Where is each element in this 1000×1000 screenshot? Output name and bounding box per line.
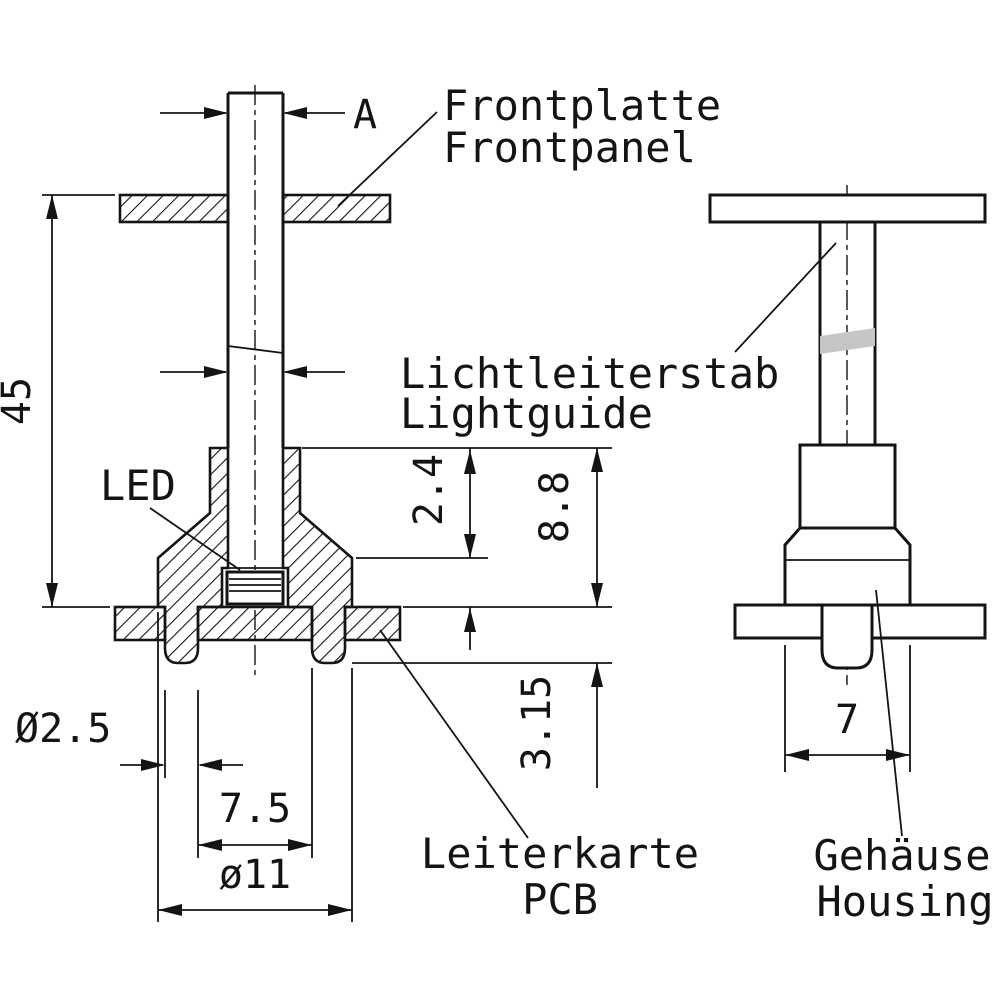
frontpanel-section (118, 193, 392, 224)
dim-stem-mid (160, 366, 345, 378)
lightguide-stem-right (818, 200, 877, 448)
pcb-section (113, 605, 402, 642)
stem-break-line (227, 345, 284, 354)
snap-foot-right (820, 603, 874, 670)
housing-label-de: Gehäuse (813, 831, 990, 880)
housing-label-en: Housing (816, 877, 993, 926)
lightguide-stem (226, 91, 285, 448)
pcb-label-de: Leiterkarte (421, 829, 699, 878)
pcb-label-en: PCB (522, 875, 598, 924)
right-exterior-view: 7 (708, 185, 987, 772)
led-leader-line (149, 507, 241, 571)
lightguide-label-de: Lichtleiterstab (400, 349, 779, 398)
dim-7-5: 7.5 (198, 668, 313, 858)
frontpanel-right (708, 193, 987, 224)
dim-45-label: 45 (0, 377, 40, 425)
callouts: Frontplatte Frontpanel Lichtleiterstab L… (337, 81, 994, 926)
pcb-leader-line (379, 629, 529, 839)
led-callout: LED (100, 461, 241, 571)
dim-dia-2-5-label: Ø2.5 (15, 706, 111, 752)
frontpanel-leader-line (337, 111, 438, 207)
lightguide-callout: Lichtleiterstab Lightguide (400, 242, 837, 438)
dim-45: 45 (0, 194, 115, 608)
dim-7-label: 7 (835, 697, 859, 743)
dim-2-4-label: 2.4 (406, 454, 452, 526)
frontpanel-callout: Frontplatte Frontpanel (337, 81, 721, 207)
dim-8-8-label: 8.8 (532, 471, 578, 543)
dim-a-label: A (353, 92, 377, 138)
housing-collar-right (798, 443, 897, 530)
dim-2-4: 2.4 (356, 448, 488, 650)
dim-8-8: 8.8 (302, 447, 612, 608)
housing-callout: Gehäuse Housing (813, 589, 994, 926)
dim-dia-11-label: ø11 (219, 852, 291, 898)
dim-3-15-label: 3.15 (514, 675, 560, 771)
housing-leader-line (875, 589, 903, 837)
stem-shade-band (820, 328, 875, 354)
dim-a: A (160, 92, 377, 138)
lightguide-leader-line (734, 242, 837, 353)
dim-7-5-label: 7.5 (219, 786, 291, 832)
dim-3-15: 3.15 (352, 662, 612, 788)
dim-7: 7 (784, 645, 911, 772)
frontpanel-label-de: Frontplatte (443, 81, 721, 130)
left-section-view: A 45 2.4 (0, 85, 612, 922)
frontpanel-label-en: Frontpanel (443, 123, 696, 172)
dim-dia-11: ø11 (157, 612, 353, 922)
lightguide-label-en: Lightguide (400, 389, 653, 438)
led-block (225, 570, 285, 606)
dim-dia-2-5: Ø2.5 (15, 690, 243, 858)
housing-body-right (783, 526, 912, 607)
led-label: LED (100, 461, 176, 510)
pcb-callout: Leiterkarte PCB (379, 629, 699, 924)
